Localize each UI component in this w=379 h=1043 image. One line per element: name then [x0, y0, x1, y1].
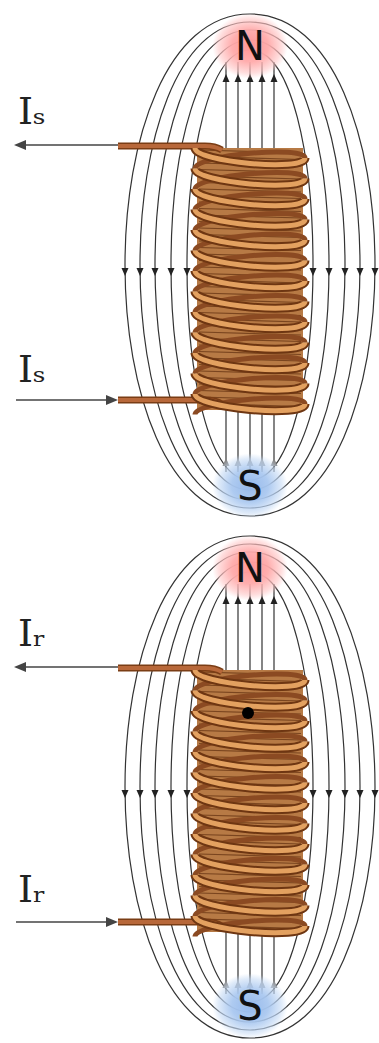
south-pole-label: S: [213, 974, 287, 1038]
coil-front-winding: [195, 353, 305, 370]
center-dot: [242, 707, 254, 719]
coil-front-winding: [195, 793, 305, 810]
current-arrow: [24, 666, 118, 668]
coil-front-winding: [195, 394, 305, 411]
coil-front-winding: [195, 333, 305, 350]
coil-front-winding: [195, 148, 305, 165]
coil-front-winding: [195, 670, 305, 687]
current-label: Iₛ: [18, 92, 46, 130]
field-arrow: [152, 268, 159, 276]
coil-front-winding: [195, 148, 305, 165]
coil-front-winding: [195, 292, 305, 309]
north-pole-label: N: [213, 536, 287, 600]
coil-front-winding: [195, 312, 305, 329]
field-arrow: [310, 268, 317, 276]
coil-front-winding: [195, 691, 305, 708]
current-arrowhead: [106, 917, 118, 927]
field-arrow: [310, 790, 317, 798]
coil-front-winding: [195, 670, 305, 687]
coil-front-winding: [195, 353, 305, 370]
coil-front-winding: [195, 251, 305, 268]
coil-front-winding: [195, 333, 305, 350]
coil-front-winding: [195, 855, 305, 872]
current-arrowhead: [106, 395, 118, 405]
coil-front-winding: [195, 732, 305, 749]
coil-front-winding: [195, 834, 305, 851]
field-arrow: [326, 268, 333, 276]
coil-front-winding: [195, 691, 305, 708]
coil-front-winding: [195, 773, 305, 790]
coil-front-winding: [195, 374, 305, 391]
coil-front-winding: [195, 814, 305, 831]
field-arrow: [184, 790, 191, 798]
field-arrow: [168, 790, 175, 798]
field-arrow: [372, 268, 379, 276]
current-label: Iᵣ: [18, 870, 46, 908]
coil-front-winding: [195, 169, 305, 186]
field-arrow: [342, 790, 349, 798]
coil-front-winding: [195, 793, 305, 810]
coil-front-winding: [195, 896, 305, 913]
field-arrow: [137, 268, 144, 276]
coil-front-winding: [195, 896, 305, 913]
coil-front-winding: [195, 189, 305, 206]
coil-lead: [118, 668, 222, 672]
current-label: Iᵣ: [18, 614, 46, 652]
coil-front-winding: [195, 752, 305, 769]
coil-front-winding: [195, 875, 305, 892]
coil-front-winding: [195, 230, 305, 247]
coil-front-winding: [195, 251, 305, 268]
coil-front-winding: [195, 773, 305, 790]
coil-front-winding: [195, 855, 305, 872]
field-arrow: [357, 790, 364, 798]
coil-front-winding: [195, 189, 305, 206]
coil-front-winding: [195, 210, 305, 227]
coil-front-winding: [195, 875, 305, 892]
coil-lead: [118, 146, 222, 150]
coil-front-winding: [195, 210, 305, 227]
coil-front-winding: [195, 312, 305, 329]
field-arrow: [122, 268, 129, 276]
field-arrow: [137, 790, 144, 798]
coil-lead: [118, 146, 222, 150]
coil-front-winding: [195, 374, 305, 391]
coil-front-winding: [195, 230, 305, 247]
solenoid-panel: [14, 14, 379, 516]
current-arrow: [24, 144, 118, 146]
coil-front-winding: [195, 752, 305, 769]
field-arrow: [357, 268, 364, 276]
south-pole-label: S: [213, 454, 287, 518]
coil-front-winding: [195, 732, 305, 749]
coil-front-winding: [195, 271, 305, 288]
coil-front-winding: [195, 916, 305, 933]
current-arrow: [16, 399, 108, 401]
coil-front-winding: [195, 834, 305, 851]
current-label: Iₛ: [18, 350, 46, 388]
coil-lead: [118, 668, 222, 672]
coil-front-winding: [195, 169, 305, 186]
field-arrow: [372, 790, 379, 798]
coil-front-winding: [195, 292, 305, 309]
coil-front-winding: [195, 394, 305, 411]
coil-front-winding: [195, 271, 305, 288]
current-arrowhead: [14, 140, 26, 150]
coil-front-winding: [195, 814, 305, 831]
field-arrow: [342, 268, 349, 276]
field-arrow: [326, 790, 333, 798]
coil-front-winding: [195, 916, 305, 933]
current-arrow: [16, 921, 108, 923]
field-arrow: [168, 268, 175, 276]
current-arrowhead: [14, 662, 26, 672]
solenoid-panel: [14, 536, 379, 1038]
field-arrow: [122, 790, 129, 798]
north-pole-label: N: [213, 14, 287, 78]
field-arrow: [152, 790, 159, 798]
field-arrow: [184, 268, 191, 276]
